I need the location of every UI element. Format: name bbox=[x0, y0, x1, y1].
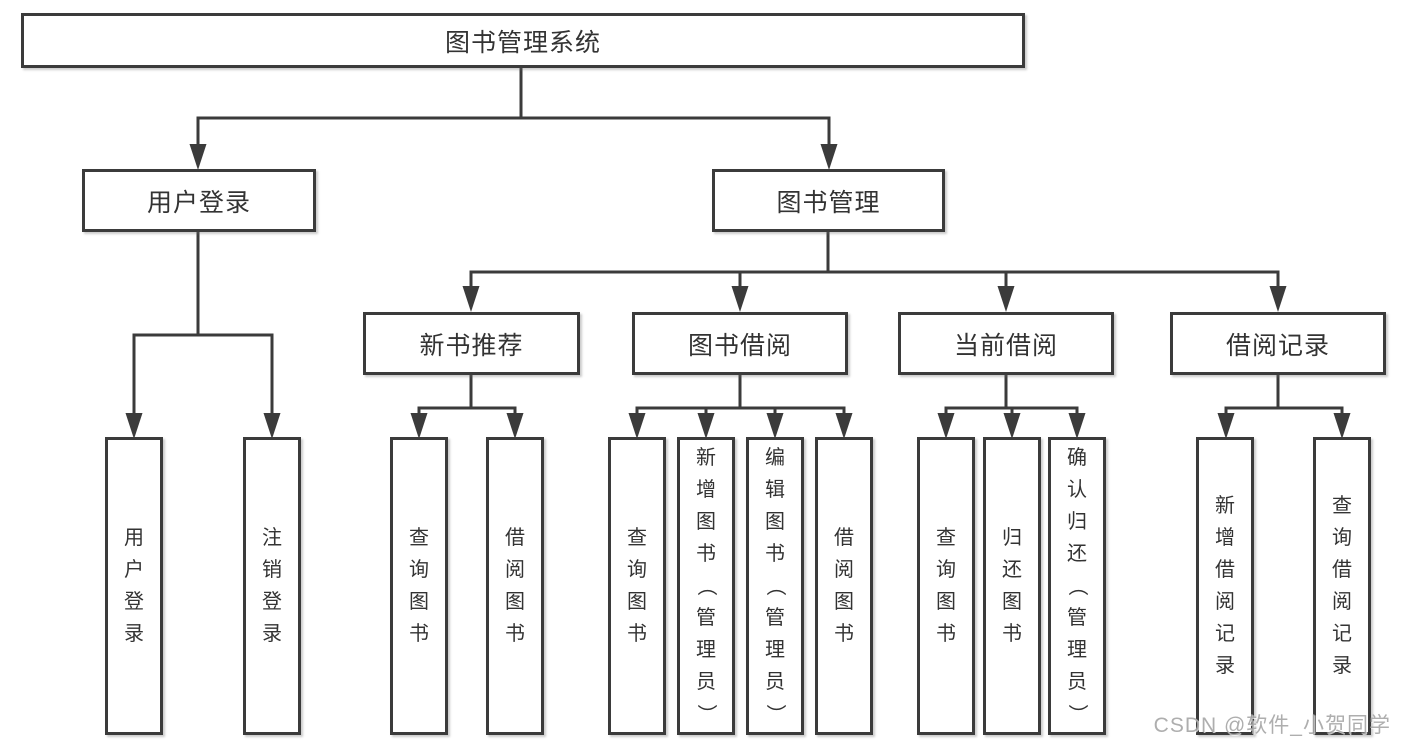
node-label: 新书推荐 bbox=[419, 331, 524, 360]
node-label: 查询图书 bbox=[409, 527, 429, 645]
node-label: 查询图书 bbox=[936, 527, 956, 645]
node-label: 图书管理系统 bbox=[444, 28, 601, 57]
node-logout-login: 注销登录 bbox=[243, 437, 301, 735]
node-query-borrow-record: 查询借阅记录 bbox=[1313, 437, 1371, 735]
node-label: 借阅图书 bbox=[505, 527, 525, 645]
node-label: 借阅记录 bbox=[1225, 331, 1330, 360]
node-label: 查询图书 bbox=[627, 527, 647, 645]
node-edit-book-admin: 编辑图书（管理员） bbox=[746, 437, 804, 735]
node-query-books-recommend: 查询图书 bbox=[390, 437, 448, 735]
node-user-login-module: 用户登录 bbox=[82, 169, 316, 232]
node-add-book-admin: 新增图书（管理员） bbox=[677, 437, 735, 735]
node-add-borrow-record: 新增借阅记录 bbox=[1196, 437, 1254, 735]
node-current-borrowing: 当前借阅 bbox=[898, 312, 1114, 375]
node-label: 编辑图书（管理员） bbox=[764, 447, 786, 724]
node-query-books-current: 查询图书 bbox=[917, 437, 975, 735]
node-user-login: 用户登录 bbox=[105, 437, 163, 735]
node-book-management-module: 图书管理 bbox=[712, 169, 945, 232]
node-library-management-system: 图书管理系统 bbox=[21, 13, 1025, 68]
node-label: 归还图书 bbox=[1002, 527, 1022, 645]
node-borrow-books-recommend: 借阅图书 bbox=[486, 437, 544, 735]
node-label: 确认归还（管理员） bbox=[1066, 447, 1088, 724]
node-query-books-borrowing: 查询图书 bbox=[608, 437, 666, 735]
node-new-book-recommend: 新书推荐 bbox=[363, 312, 580, 375]
node-label: 图书管理 bbox=[776, 188, 881, 217]
node-label: 用户登录 bbox=[146, 188, 251, 217]
node-label: 新增借阅记录 bbox=[1215, 495, 1235, 677]
node-borrowing-records: 借阅记录 bbox=[1170, 312, 1386, 375]
csdn-watermark: CSDN @软件_小贺同学 bbox=[1153, 714, 1391, 737]
node-confirm-return-admin: 确认归还（管理员） bbox=[1048, 437, 1106, 735]
node-book-borrowing: 图书借阅 bbox=[632, 312, 848, 375]
node-label: 查询借阅记录 bbox=[1332, 495, 1352, 677]
node-label: 当前借阅 bbox=[953, 331, 1058, 360]
node-label: 新增图书（管理员） bbox=[695, 447, 717, 724]
node-label: 用户登录 bbox=[124, 527, 144, 645]
node-label: 图书借阅 bbox=[687, 331, 792, 360]
node-label: 注销登录 bbox=[262, 527, 282, 645]
node-return-book: 归还图书 bbox=[983, 437, 1041, 735]
node-label: 借阅图书 bbox=[834, 527, 854, 645]
node-borrow-books-borrowing: 借阅图书 bbox=[815, 437, 873, 735]
